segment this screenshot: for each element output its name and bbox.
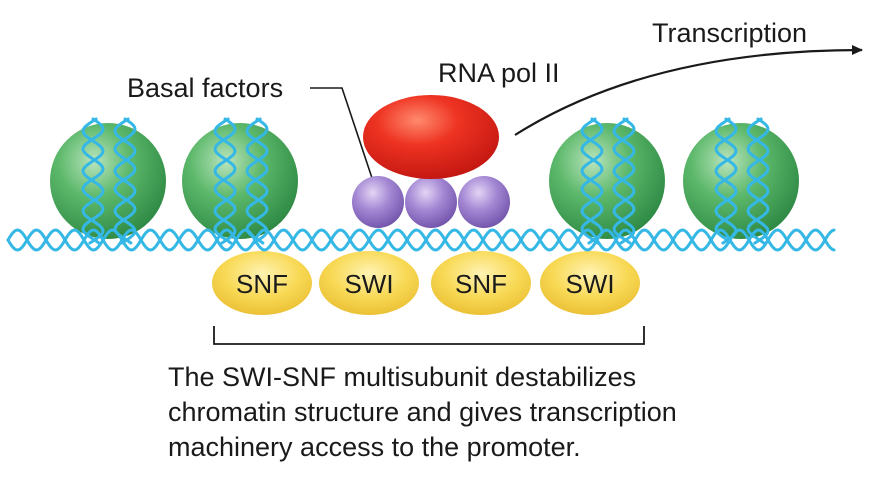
- swi-snf-subunit: [431, 251, 531, 315]
- transcription-arrow: [514, 45, 863, 136]
- dna-strand: [6, 228, 836, 252]
- basal-factors-leader-line: [310, 87, 373, 179]
- nucleosome-dna-strand: [81, 117, 105, 245]
- nucleosome-dna-strand: [113, 117, 137, 245]
- basal-factors-label: Basal factors: [127, 73, 283, 103]
- nucleosome-dna-wraps: [81, 117, 770, 245]
- nucleosome: [683, 123, 799, 239]
- dna-double-helix: [6, 228, 836, 252]
- basal-factor: [352, 176, 404, 228]
- basal-factor: [405, 176, 457, 228]
- caption: The SWI-SNF multisubunit destabilizes ch…: [168, 360, 808, 465]
- dna-strand: [6, 228, 836, 252]
- swi-snf-subunit: [319, 251, 419, 315]
- subunit-label: SWI: [565, 269, 614, 299]
- nucleosome-dna-strand: [746, 117, 770, 245]
- swi-snf-subunit: [212, 251, 312, 315]
- subunit-label: SNF: [236, 269, 288, 299]
- rna-pol-ii-label: RNA pol II: [438, 58, 560, 88]
- nucleosome: [549, 123, 665, 239]
- nucleosome-dna-strand: [245, 117, 269, 245]
- nucleosome-dna-strand: [580, 117, 604, 245]
- caption-line: machinery access to the promoter.: [168, 432, 581, 462]
- nucleosome-dna-strand: [714, 117, 738, 245]
- nucleosome-dna-strand: [612, 117, 636, 245]
- swi-snf-subunit: [540, 251, 640, 315]
- subunit-label: SNF: [455, 269, 507, 299]
- caption-line: chromatin structure and gives transcript…: [168, 397, 677, 427]
- swi-snf-bracket: [213, 326, 645, 345]
- nucleosome: [50, 123, 166, 239]
- nucleosome: [182, 123, 298, 239]
- caption-line: The SWI-SNF multisubunit destabilizes: [168, 362, 637, 392]
- transcription-label: Transcription: [652, 18, 807, 48]
- subunit-label: SWI: [344, 269, 393, 299]
- basal-factor: [458, 176, 510, 228]
- nucleosomes: [50, 123, 799, 239]
- rna-pol-ii: [363, 95, 499, 179]
- swi-snf-complex: [212, 251, 640, 315]
- basal-factors: [352, 176, 510, 228]
- nucleosome-dna-strand: [213, 117, 237, 245]
